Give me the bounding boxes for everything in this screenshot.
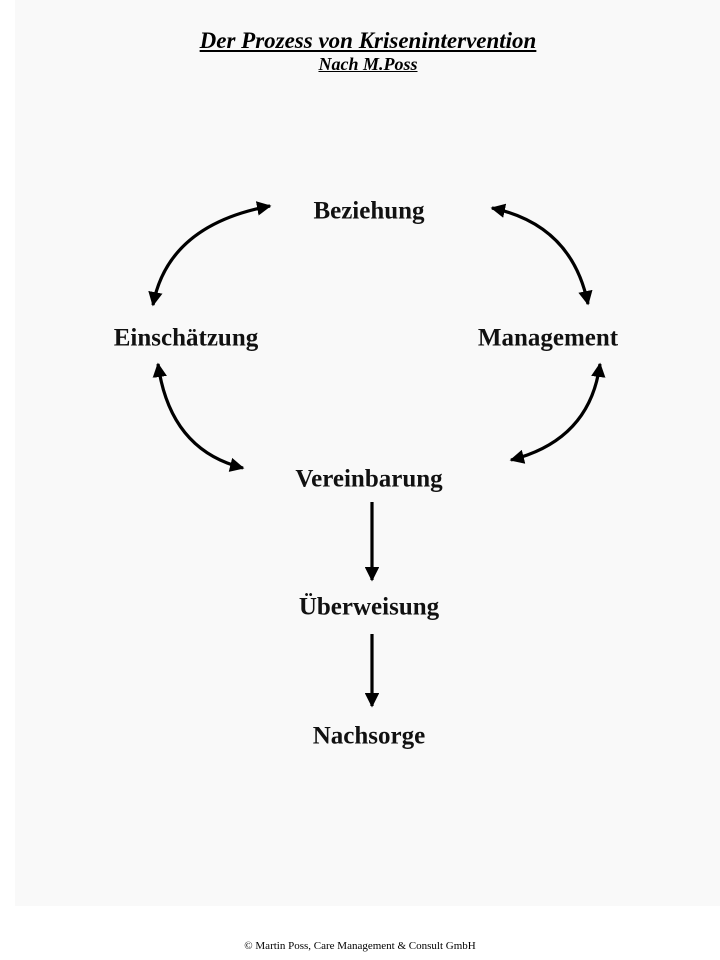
node-nachsorge: Nachsorge xyxy=(312,722,426,750)
diagram-subtitle: Nach M.Poss xyxy=(318,54,418,74)
edge-beziehung-management xyxy=(490,203,593,306)
node-einschaetzung: Einschätzung xyxy=(113,324,259,352)
copyright-footer: © Martin Poss, Care Management & Consult… xyxy=(244,940,476,952)
edge-management-vereinbarung xyxy=(509,362,606,464)
diagram-title: Der Prozess von Krisenintervention xyxy=(199,28,537,53)
node-ueberweisung: Überweisung xyxy=(298,593,440,621)
edge-einschaetzung-vereinbarung xyxy=(152,362,245,472)
node-vereinbarung: Vereinbarung xyxy=(295,465,443,493)
node-beziehung: Beziehung xyxy=(313,197,425,225)
edge-beziehung-einschaetzung xyxy=(148,201,272,307)
node-management: Management xyxy=(477,324,619,352)
